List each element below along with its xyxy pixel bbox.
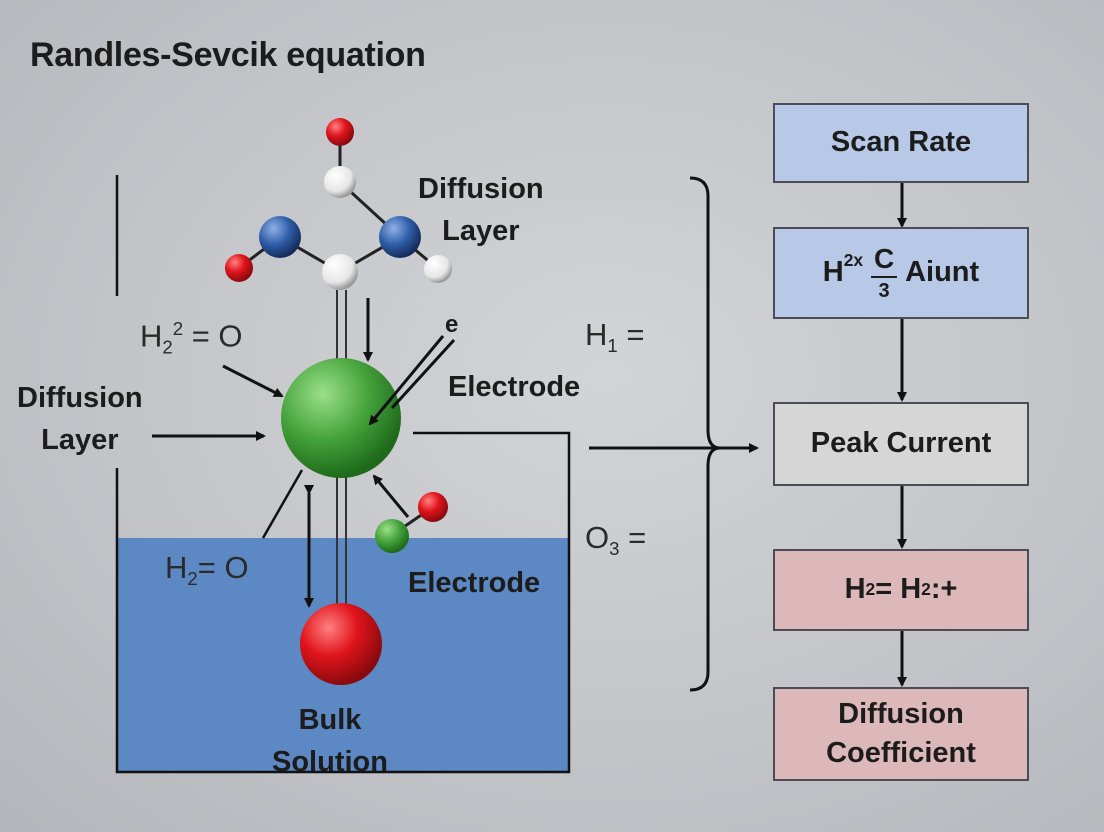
atom-white-right [424,255,452,283]
atom-blue-right [379,216,421,258]
label-bulk-solution: Bulk Solution [272,704,388,779]
curly-brace [689,176,721,692]
label-electrode-top: Electrode [448,371,581,403]
beaker-outline [115,175,571,774]
eq-h1: H1 = [585,317,645,357]
atom-red-left [225,254,253,282]
atom-white-center [322,254,358,290]
small-green-atom [375,519,409,553]
label-diffusion-layer-top: Diffusion Layer [418,173,544,248]
atom-white-top [324,166,356,198]
atom-red-top [326,118,354,146]
label-electron: e [445,311,459,338]
eq-h2o-bottom: H2= O [165,550,249,590]
label-electrode-bottom: Electrode [408,567,541,599]
label-diffusion-layer-left: Diffusion Layer [17,382,143,457]
eq-h2o-top: H22 = O [140,318,243,358]
small-red-atom [418,492,448,522]
eq-o3: O3 = [585,520,647,560]
arrow-small-molecule [372,474,410,518]
flow-box-diffusion-coefficient: Diffusion Coefficient [773,687,1029,781]
fraction: C 3 [871,245,898,301]
flow-box-peak-current: Peak Current [773,402,1029,486]
diagram-title: Randles-Sevcik equation [30,36,426,74]
atom-blue-left [259,216,301,258]
electrode-sphere [281,358,401,478]
flow-box-scan-rate: Scan Rate [773,103,1029,183]
arrow-h2o-to-sphere [222,364,284,398]
arrow-electron [368,335,445,426]
bulk-sphere [300,603,382,685]
